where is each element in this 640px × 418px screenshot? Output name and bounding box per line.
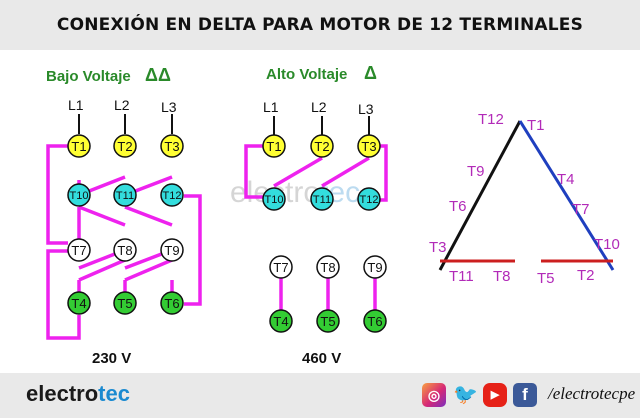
delta-connection-diagram: Bajo Voltaje ΔΔ Alto Voltaje Δ electrote…	[46, 63, 620, 367]
header-bar	[0, 0, 640, 50]
low-line-label-3: L3	[161, 99, 177, 115]
high-terminal-t3	[357, 134, 381, 158]
high-terminal-label-t11: T11	[313, 194, 331, 206]
low-terminal-t10	[67, 183, 91, 207]
low-terminal-label-t11: T11	[116, 190, 134, 202]
high-terminal-label-t10: T10	[265, 194, 284, 206]
triangle-label-t7: T7	[572, 201, 590, 218]
youtube-icon[interactable]: ▶	[483, 383, 507, 407]
high-terminal-t5	[316, 309, 340, 333]
low-terminal-t2	[113, 134, 137, 158]
high-terminal-label-t9: T9	[367, 260, 382, 275]
triangle-label-t11: T11	[449, 268, 474, 285]
low-voltage-diagram: L1 L2 L3	[46, 97, 202, 367]
high-terminal-t10	[262, 187, 286, 211]
low-terminal-label-t9: T9	[164, 243, 179, 258]
low-terminal-label-t10: T10	[70, 190, 89, 202]
high-terminal-t1	[262, 134, 286, 158]
high-terminal-label-t2: T2	[314, 139, 329, 154]
high-terminal-label-t3: T3	[361, 139, 376, 154]
instagram-icon[interactable]: ◎	[422, 383, 446, 407]
triangle-label-t3: T3	[429, 239, 447, 256]
low-terminal-label-t5: T5	[117, 296, 132, 311]
low-terminal-label-t1: T1	[71, 139, 86, 154]
high-voltage-title: Alto Voltaje	[266, 66, 347, 83]
facebook-icon[interactable]: f	[513, 383, 537, 407]
delta-triangle: T12 T1 T9 T4 T6 T7 T3 T10 T11 T8 T5 T2	[429, 111, 620, 287]
low-voltage-value: 230 V	[92, 350, 131, 367]
low-terminal-t12	[160, 183, 184, 207]
low-line-label-2: L2	[114, 97, 130, 113]
low-line-label-1: L1	[68, 97, 84, 113]
high-terminal-label-t8: T8	[320, 260, 335, 275]
high-terminal-label-t5: T5	[320, 314, 335, 329]
watermark-text: electrotec	[230, 176, 360, 209]
triangle-label-t10: T10	[594, 236, 620, 253]
high-terminal-label-t1: T1	[266, 139, 281, 154]
high-terminal-t2	[310, 134, 334, 158]
low-terminal-t1	[67, 134, 91, 158]
high-terminal-t4	[269, 309, 293, 333]
triangle-label-t6: T6	[449, 198, 467, 215]
high-voltage-value: 460 V	[302, 350, 341, 367]
low-terminal-t3	[160, 134, 184, 158]
triangle-label-t5: T5	[537, 270, 555, 287]
high-terminal-t6	[363, 309, 387, 333]
triangle-label-t2: T2	[577, 267, 595, 284]
high-line-label-3: L3	[358, 101, 374, 117]
footer-social-handle[interactable]: /electrotecpe	[548, 384, 636, 403]
low-terminal-label-t4: T4	[71, 296, 86, 311]
footer-brand-part1: electro	[26, 381, 99, 406]
triangle-label-t4: T4	[557, 171, 575, 188]
high-terminal-label-t7: T7	[273, 260, 288, 275]
triangle-label-t1: T1	[527, 117, 545, 134]
triangle-label-t12: T12	[478, 111, 504, 128]
low-terminal-t7	[67, 238, 91, 262]
low-terminal-label-t3: T3	[164, 139, 179, 154]
low-terminal-label-t12: T12	[163, 190, 182, 202]
twitter-icon[interactable]: 🐦	[453, 384, 478, 406]
low-terminal-label-t8: T8	[117, 243, 132, 258]
high-line-label-1: L1	[263, 99, 279, 115]
footer-brand-part2: tec	[98, 381, 130, 406]
footer-brand-logo: electrotec	[26, 381, 130, 407]
low-voltage-title: Bajo Voltaje	[46, 68, 131, 85]
low-terminal-label-t2: T2	[117, 139, 132, 154]
low-terminal-t6	[160, 291, 184, 315]
triangle-label-t9: T9	[467, 163, 485, 180]
high-terminal-t7	[269, 255, 293, 279]
low-voltage-terminals: T1 T2 T3 T10 T11 T12 T7 T8 T9 T4 T5 T6	[67, 134, 184, 315]
low-terminal-label-t7: T7	[71, 243, 86, 258]
low-terminal-t8	[113, 238, 137, 262]
high-terminal-label-t6: T6	[367, 314, 382, 329]
page-title: CONEXIÓN EN DELTA PARA MOTOR DE 12 TERMI…	[56, 15, 584, 35]
high-terminal-label-t12: T12	[360, 194, 379, 206]
low-voltage-delta-symbol: ΔΔ	[145, 65, 171, 85]
low-terminal-t5	[113, 291, 137, 315]
high-voltage-diagram: L1 L2 L3 T1 T2 T3 T10 T11 T12 T7 T8 T9	[244, 99, 388, 367]
high-terminal-t8	[316, 255, 340, 279]
high-voltage-delta-symbol: Δ	[364, 63, 377, 83]
low-terminal-t9	[160, 238, 184, 262]
high-line-label-2: L2	[311, 99, 327, 115]
high-terminal-t12	[357, 187, 381, 211]
high-terminal-t11	[310, 187, 334, 211]
triangle-label-t8: T8	[493, 268, 511, 285]
high-terminal-t9	[363, 255, 387, 279]
low-terminal-t4	[67, 291, 91, 315]
low-terminal-t11	[113, 183, 137, 207]
low-terminal-label-t6: T6	[164, 296, 179, 311]
high-terminal-label-t4: T4	[273, 314, 288, 329]
